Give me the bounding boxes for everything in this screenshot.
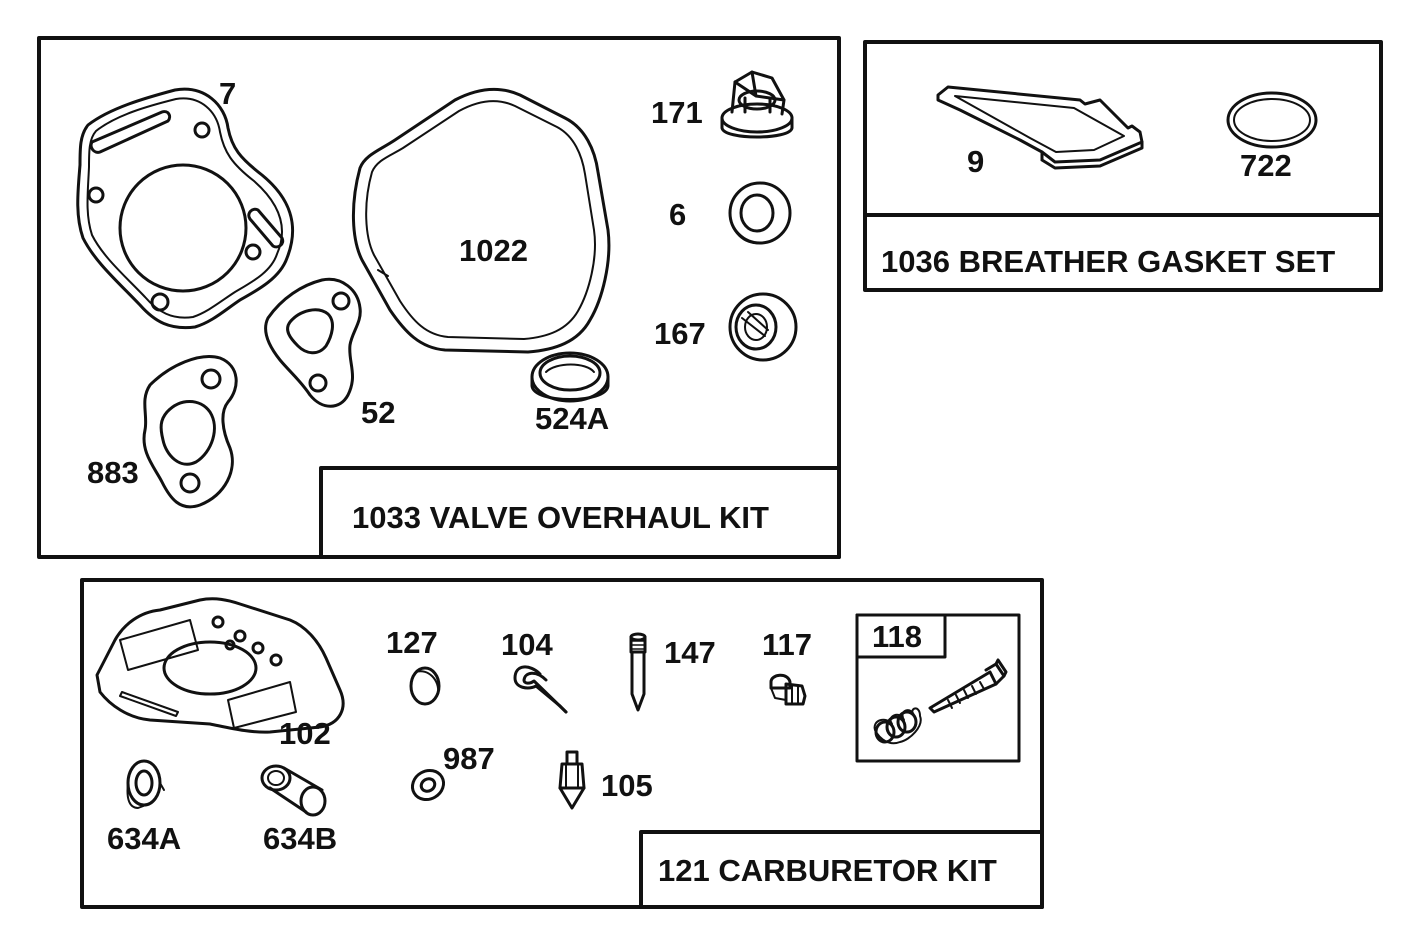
- part-label-102: 102: [279, 716, 331, 751]
- valve-cover-gasket-icon: [352, 87, 611, 354]
- part-label-171: 171: [651, 95, 703, 130]
- part-label-147: 147: [664, 635, 716, 670]
- float-pin-icon: [513, 665, 568, 714]
- hex-nut-icon: [720, 70, 794, 139]
- subkit-118-box: [855, 613, 1021, 763]
- part-label-883: 883: [87, 455, 139, 490]
- part-label-6: 6: [669, 197, 687, 232]
- carburetor-kit-title: 121 CARBURETOR KIT: [658, 853, 997, 888]
- valve-overhaul-kit-title: 1033 VALVE OVERHAUL KIT: [352, 500, 769, 535]
- seal-ring-icon: [410, 768, 446, 802]
- cylinder-head-gasket-icon: [76, 87, 295, 330]
- part-label-117: 117: [762, 627, 813, 662]
- part-label-105: 105: [601, 768, 653, 803]
- part-label-167: 167: [654, 316, 706, 351]
- mixture-screw-and-spring-icon: [873, 658, 1008, 745]
- part-label-1022: 1022: [459, 233, 528, 268]
- valve-overhaul-kit-box: [37, 36, 841, 559]
- oil-seal-icon: [530, 351, 610, 403]
- part-label-7: 7: [219, 76, 237, 111]
- welch-plug-icon: [409, 666, 441, 706]
- part-label-9: 9: [967, 144, 985, 179]
- o-ring-icon: [1226, 91, 1318, 149]
- carburetor-gasket-icon: [95, 597, 345, 734]
- part-label-634a: 634A: [107, 821, 182, 856]
- part-label-104: 104: [501, 627, 553, 662]
- part-label-634b: 634B: [263, 821, 338, 856]
- valve-seal-icon: [728, 292, 798, 362]
- inlet-needle-icon: [558, 750, 586, 810]
- washer-icon: [728, 181, 792, 245]
- part-label-722: 722: [1240, 148, 1292, 183]
- screw-icon: [769, 673, 807, 706]
- part-label-52: 52: [361, 395, 396, 430]
- part-label-987: 987: [443, 741, 495, 776]
- breather-gasket-icon: [936, 85, 1144, 170]
- breather-gasket-set-title: 1036 BREATHER GASKET SET: [881, 244, 1336, 279]
- exhaust-gasket-icon: [264, 277, 362, 408]
- carburetor-kit-box: [80, 578, 1044, 909]
- part-label-524a: 524A: [535, 401, 610, 436]
- subkit-label-118: 118: [872, 619, 923, 654]
- intake-gasket-icon: [142, 355, 238, 509]
- sleeve-icon: [260, 764, 327, 817]
- bushing-icon: [126, 759, 165, 809]
- needle-valve-icon: [629, 632, 647, 712]
- breather-gasket-set-box: [863, 40, 1383, 292]
- part-label-127: 127: [386, 625, 438, 660]
